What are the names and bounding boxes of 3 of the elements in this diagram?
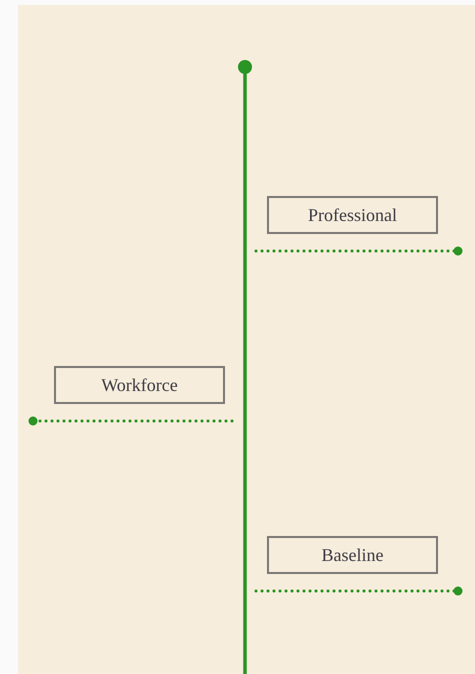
- label-box: Workforce: [54, 366, 225, 404]
- label-box: Baseline: [267, 536, 438, 574]
- label-box: Professional: [267, 196, 438, 234]
